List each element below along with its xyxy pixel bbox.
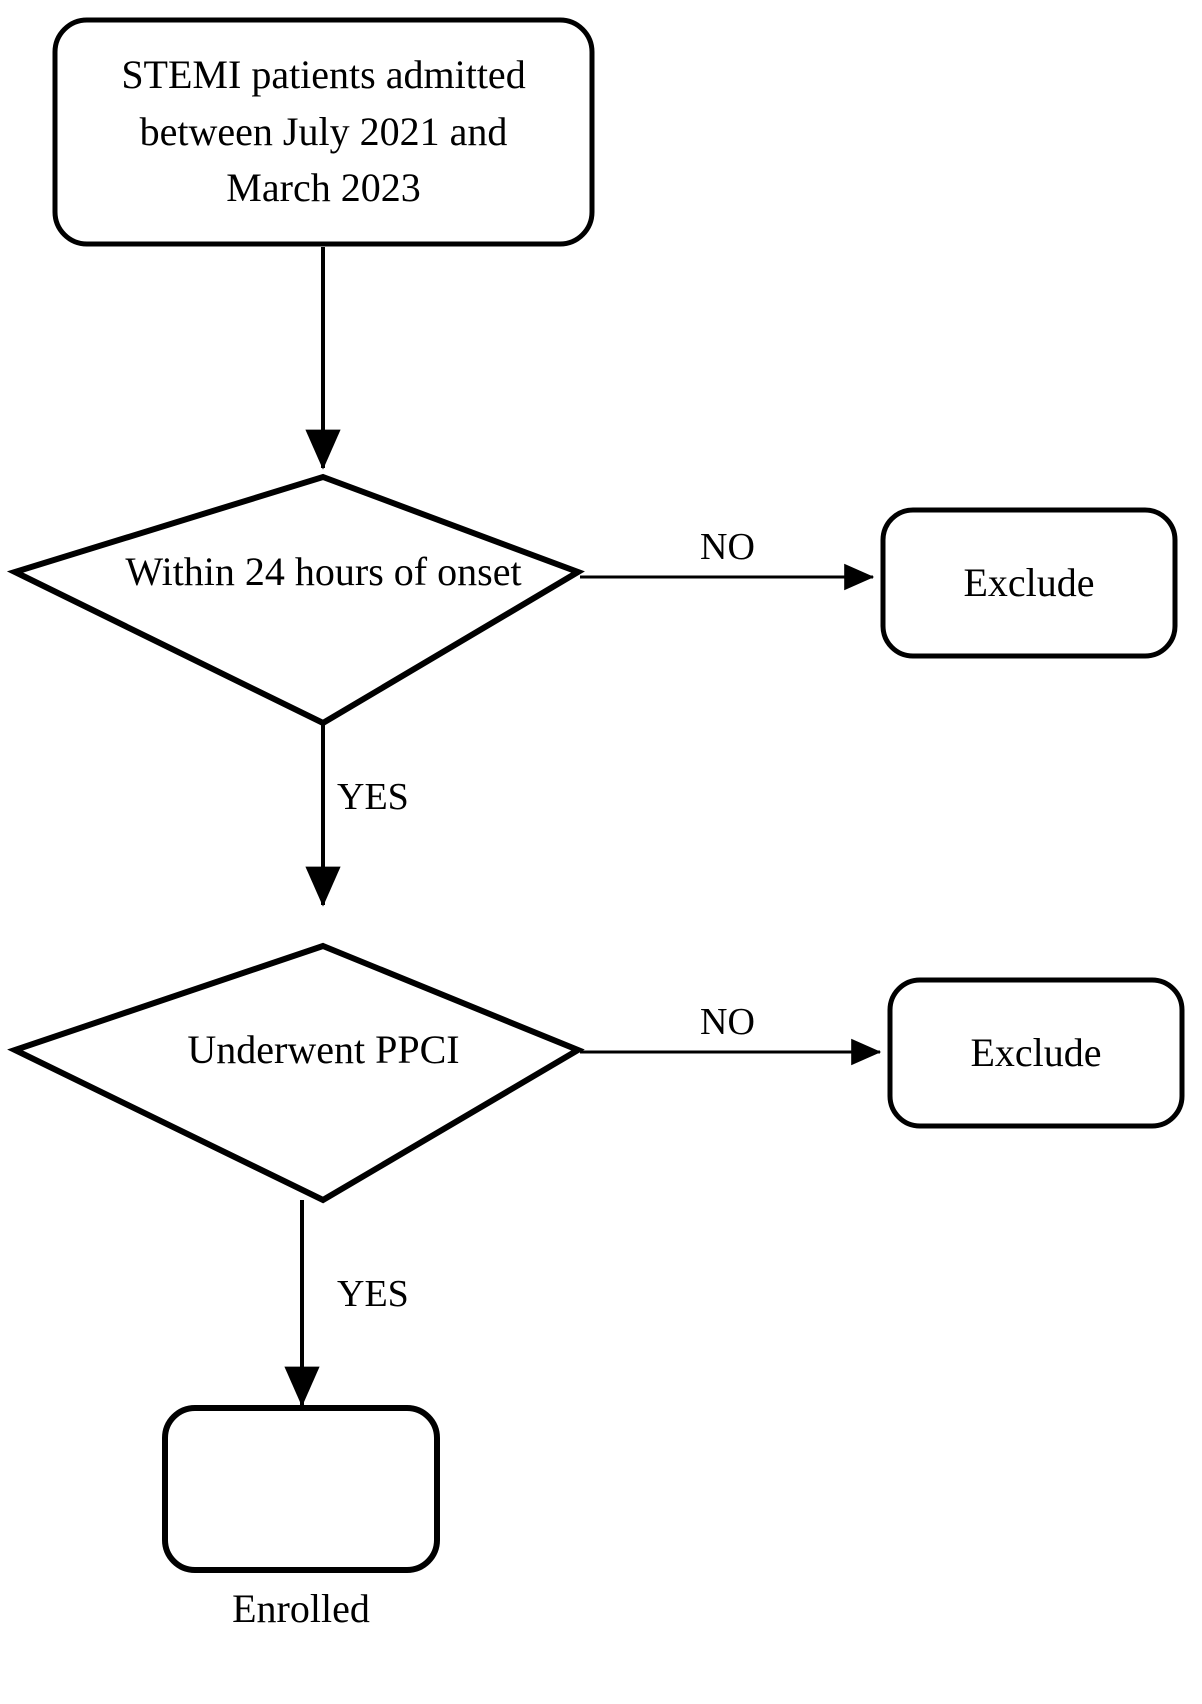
node-decision2-shape[interactable]	[7, 942, 585, 1204]
edge-label-decision1-no: NO	[700, 526, 755, 568]
edge-label-decision1-yes: YES	[337, 776, 409, 818]
edge-label-decision2-no: NO	[700, 1001, 755, 1043]
node-decision1-shape[interactable]	[6, 473, 585, 727]
node-exclude1-shape[interactable]	[880, 507, 1178, 659]
node-source-shape[interactable]	[52, 17, 595, 247]
node-exclude2-shape[interactable]	[887, 977, 1185, 1129]
edge-label-decision2-yes: YES	[337, 1273, 409, 1315]
node-enrolled-shape[interactable]	[162, 1405, 440, 1573]
